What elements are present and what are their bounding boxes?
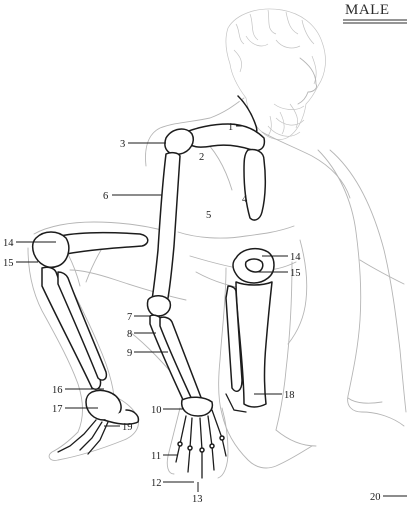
label-19: 19 [122,422,133,433]
right-patella-bone [246,259,263,272]
label-14-left: 14 [3,238,14,249]
knuckle-1 [178,442,182,446]
knuckle-4 [210,444,214,448]
hand-bones [176,410,226,478]
label-10: 10 [151,405,162,416]
label-13: 13 [192,494,203,505]
label-16: 16 [52,385,63,396]
humeral-head-bone [165,129,193,154]
title-text: MALE [345,2,390,18]
head-outline [226,9,326,140]
label-6: 6 [103,191,108,202]
sternum-bone [244,149,265,220]
label-18: 18 [284,390,295,401]
right-heel-line [276,430,316,446]
right-shin-back [276,262,292,430]
face-profile [298,58,317,104]
lower-chest-line [178,226,294,238]
label-7: 7 [127,312,132,323]
label-11: 11 [151,451,161,462]
label-15-left: 15 [3,258,14,269]
right-arm-fold [360,260,404,284]
label-4: 4 [242,194,248,205]
label-1: 1 [228,122,233,133]
label-8: 8 [127,329,132,340]
knuckle-2 [188,446,192,450]
left-femur-bone [60,233,148,254]
elbow-bone [147,296,170,316]
right-ankle-line [226,394,246,412]
right-shoulder-line [262,132,350,198]
label-14-right: 14 [290,252,301,263]
label-17: 17 [52,404,63,415]
page-number-text: 20 [370,492,381,503]
knuckle-3 [200,448,204,452]
right-shin-front [219,268,226,414]
label-15-right: 15 [290,268,301,279]
label-5: 5 [206,210,211,221]
page-title: MALE [343,2,407,23]
left-knee-bone [33,232,69,267]
page-number: 20 [370,492,407,503]
right-arm-back-outline [330,150,406,412]
right-hand-line [348,398,382,403]
label-9: 9 [127,348,132,359]
label-2: 2 [199,152,204,163]
label-3: 3 [120,139,125,150]
right-foot-outline [222,414,312,468]
label-12: 12 [151,478,162,489]
left-hand-outline [167,408,228,478]
beard-strokes [268,104,304,136]
carpal-bones [182,397,213,416]
knuckle-5 [220,436,224,440]
skeleton [33,96,274,478]
